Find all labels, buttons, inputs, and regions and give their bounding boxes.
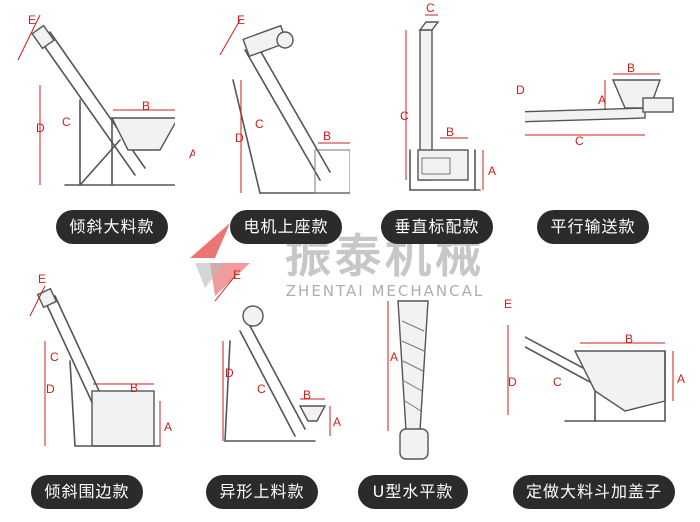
u-trough-horizontal-drawing: A (387, 300, 429, 460)
product-card-vertical-standard: C C B A 垂直标配款 (350, 0, 525, 261)
dimension-a: A (677, 372, 685, 386)
dimension-b: B (130, 381, 138, 395)
dimension-a: A (488, 164, 496, 178)
dimension-b: B (446, 125, 454, 139)
dimension-c: C (62, 115, 71, 129)
motor-top-mount-drawing: E D C B (219, 13, 350, 194)
dimension-a: A (598, 93, 606, 107)
watermark-company-en: ZHENTAI MECHANCAL (285, 282, 485, 300)
dimension-e: E (233, 268, 241, 282)
product-label: U型水平款 (358, 475, 468, 509)
product-label: 倾斜围边款 (31, 475, 143, 509)
horizontal-conveying-drawing: C B A (525, 61, 674, 148)
special-shaped-feeder-drawing: E D C B A (214, 268, 341, 442)
dimension-a: A (390, 350, 398, 364)
dimension-d: D (36, 121, 45, 135)
dimension-c: C (553, 375, 562, 389)
dimension-e: E (38, 272, 46, 286)
dimension-a: A (164, 420, 172, 434)
product-card-u-trough-horizontal: A U型水平款 (350, 261, 525, 522)
svg-text:E: E (504, 297, 512, 311)
company-logo (190, 223, 250, 296)
svg-text:D: D (516, 83, 525, 97)
product-label: 平行输送款 (537, 210, 649, 244)
dimension-b: B (303, 388, 311, 402)
dimension-c: C (400, 109, 409, 123)
custom-large-hopper-lid-drawing: B A C (525, 332, 685, 422)
dimension-b: B (627, 61, 635, 75)
product-label: 电机上座款 (230, 210, 342, 244)
product-label: 定做大料斗加盖子 (513, 475, 675, 509)
svg-text:A: A (189, 147, 195, 161)
dimension-d: D (46, 382, 55, 396)
dimension-b: B (625, 332, 633, 346)
dimension-c: C (50, 350, 59, 364)
dimension-d: D (235, 131, 244, 145)
product-card-special-shaped-feeder: E D C B A 异形上料款 (175, 261, 350, 522)
dimension-a: A (333, 415, 341, 429)
dimension-b: B (323, 129, 331, 143)
inclined-large-hopper-drawing: E D C B (17, 13, 175, 186)
product-label: 倾斜大料款 (56, 210, 168, 244)
dimension-c: C (575, 134, 584, 148)
inclined-enclosed-drawing: E C D B A (29, 272, 172, 447)
dimension-c: C (255, 117, 264, 131)
dimension-ed-markers: E D (504, 297, 517, 415)
dimension-b: B (142, 99, 150, 113)
product-card-inclined-enclosed: E C D B A 倾斜围边款 (0, 261, 175, 522)
product-card-custom-large-hopper-lid: B A C 定做大料斗加盖子 (513, 261, 700, 522)
dimension-c-top: C (426, 1, 435, 15)
product-card-motor-top-mount: E D C B 电机上座款 (175, 0, 350, 261)
product-label: 异形上料款 (206, 475, 318, 509)
product-card-horizontal-conveying: C B A 平行输送款 (525, 0, 700, 261)
vertical-standard-drawing: C C B A (400, 1, 496, 191)
dimension-a-marker: A (189, 147, 195, 161)
dimension-d-marker: D (516, 83, 525, 97)
product-label: 垂直标配款 (381, 210, 493, 244)
dimension-e: E (237, 13, 245, 27)
product-card-inclined-large-hopper: E D C B 倾斜大料款 (0, 0, 175, 261)
svg-text:D: D (508, 375, 517, 389)
dimension-d: D (225, 366, 234, 380)
dimension-c: C (257, 382, 266, 396)
dimension-e: E (28, 13, 36, 27)
